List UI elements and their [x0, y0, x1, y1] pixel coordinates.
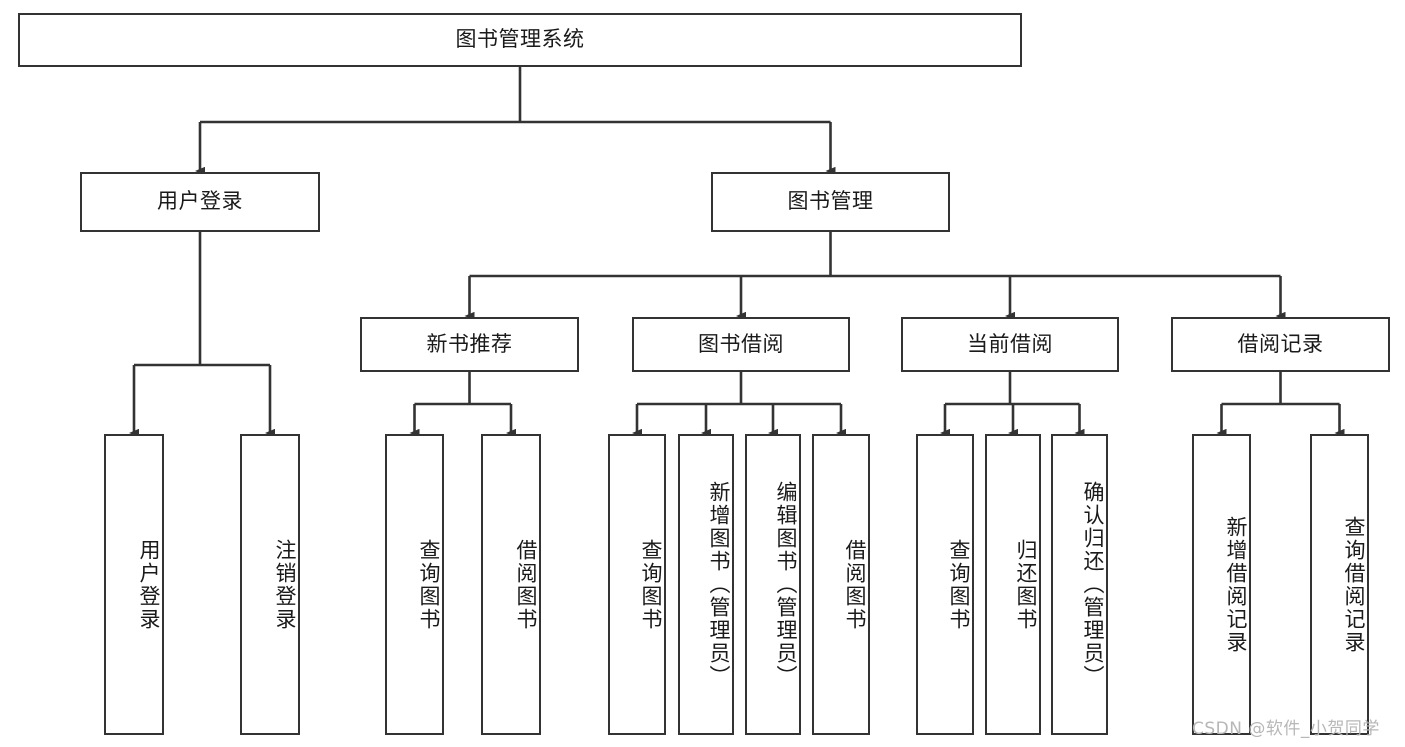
node-label: 新书推荐 — [426, 331, 513, 356]
node-leaf-logout[interactable]: 注销登录 — [240, 434, 300, 735]
node-leaf-query-book-borrow[interactable]: 查询图书 — [608, 434, 666, 735]
node-leaf-query-record[interactable]: 查询借阅记录 — [1310, 434, 1369, 735]
node-new-book-rec[interactable]: 新书推荐 — [360, 317, 579, 372]
node-leaf-borrow-book[interactable]: 借阅图书 — [812, 434, 870, 735]
node-root[interactable]: 图书管理系统 — [18, 13, 1022, 67]
node-leaf-user-login[interactable]: 用户登录 — [104, 434, 164, 735]
node-label: 归还图书 — [1014, 538, 1038, 631]
node-label: 新增借阅记录 — [1224, 515, 1248, 654]
node-label: 查询图书 — [417, 538, 441, 631]
node-user-login[interactable]: 用户登录 — [80, 172, 320, 232]
node-label: 用户登录 — [157, 189, 243, 214]
node-label: 确认归还（管理员） — [1081, 481, 1105, 688]
node-leaf-add-record[interactable]: 新增借阅记录 — [1192, 434, 1251, 735]
node-leaf-add-book[interactable]: 新增图书（管理员） — [678, 434, 734, 735]
node-label: 图书管理系统 — [455, 27, 585, 52]
node-leaf-return-book[interactable]: 归还图书 — [985, 434, 1041, 735]
node-leaf-query-book-rec[interactable]: 查询图书 — [385, 434, 444, 735]
node-label: 查询图书 — [639, 538, 663, 631]
node-current-borrow[interactable]: 当前借阅 — [901, 317, 1119, 372]
node-borrow-record[interactable]: 借阅记录 — [1171, 317, 1390, 372]
node-label: 注销登录 — [273, 538, 297, 631]
node-leaf-query-book-cur[interactable]: 查询图书 — [916, 434, 974, 735]
node-book-manage[interactable]: 图书管理 — [711, 172, 950, 232]
node-label: 图书管理 — [787, 189, 874, 214]
node-label: 图书借阅 — [698, 331, 784, 356]
node-label: 用户登录 — [137, 538, 161, 631]
node-label: 借阅图书 — [514, 538, 538, 631]
node-label: 借阅图书 — [843, 538, 867, 631]
node-book-borrow[interactable]: 图书借阅 — [632, 317, 850, 372]
csdn-watermark: CSDN @软件_小贺同学 — [1192, 719, 1380, 739]
node-leaf-edit-book[interactable]: 编辑图书（管理员） — [745, 434, 801, 735]
node-leaf-confirm-return[interactable]: 确认归还（管理员） — [1051, 434, 1108, 735]
node-label: 编辑图书（管理员） — [774, 481, 798, 688]
node-label: 新增图书（管理员） — [707, 481, 731, 688]
node-label: 查询借阅记录 — [1342, 515, 1366, 654]
node-label: 当前借阅 — [967, 331, 1053, 356]
node-label: 查询图书 — [947, 538, 971, 631]
node-label: 借阅记录 — [1237, 331, 1324, 356]
node-leaf-borrow-book-rec[interactable]: 借阅图书 — [481, 434, 541, 735]
